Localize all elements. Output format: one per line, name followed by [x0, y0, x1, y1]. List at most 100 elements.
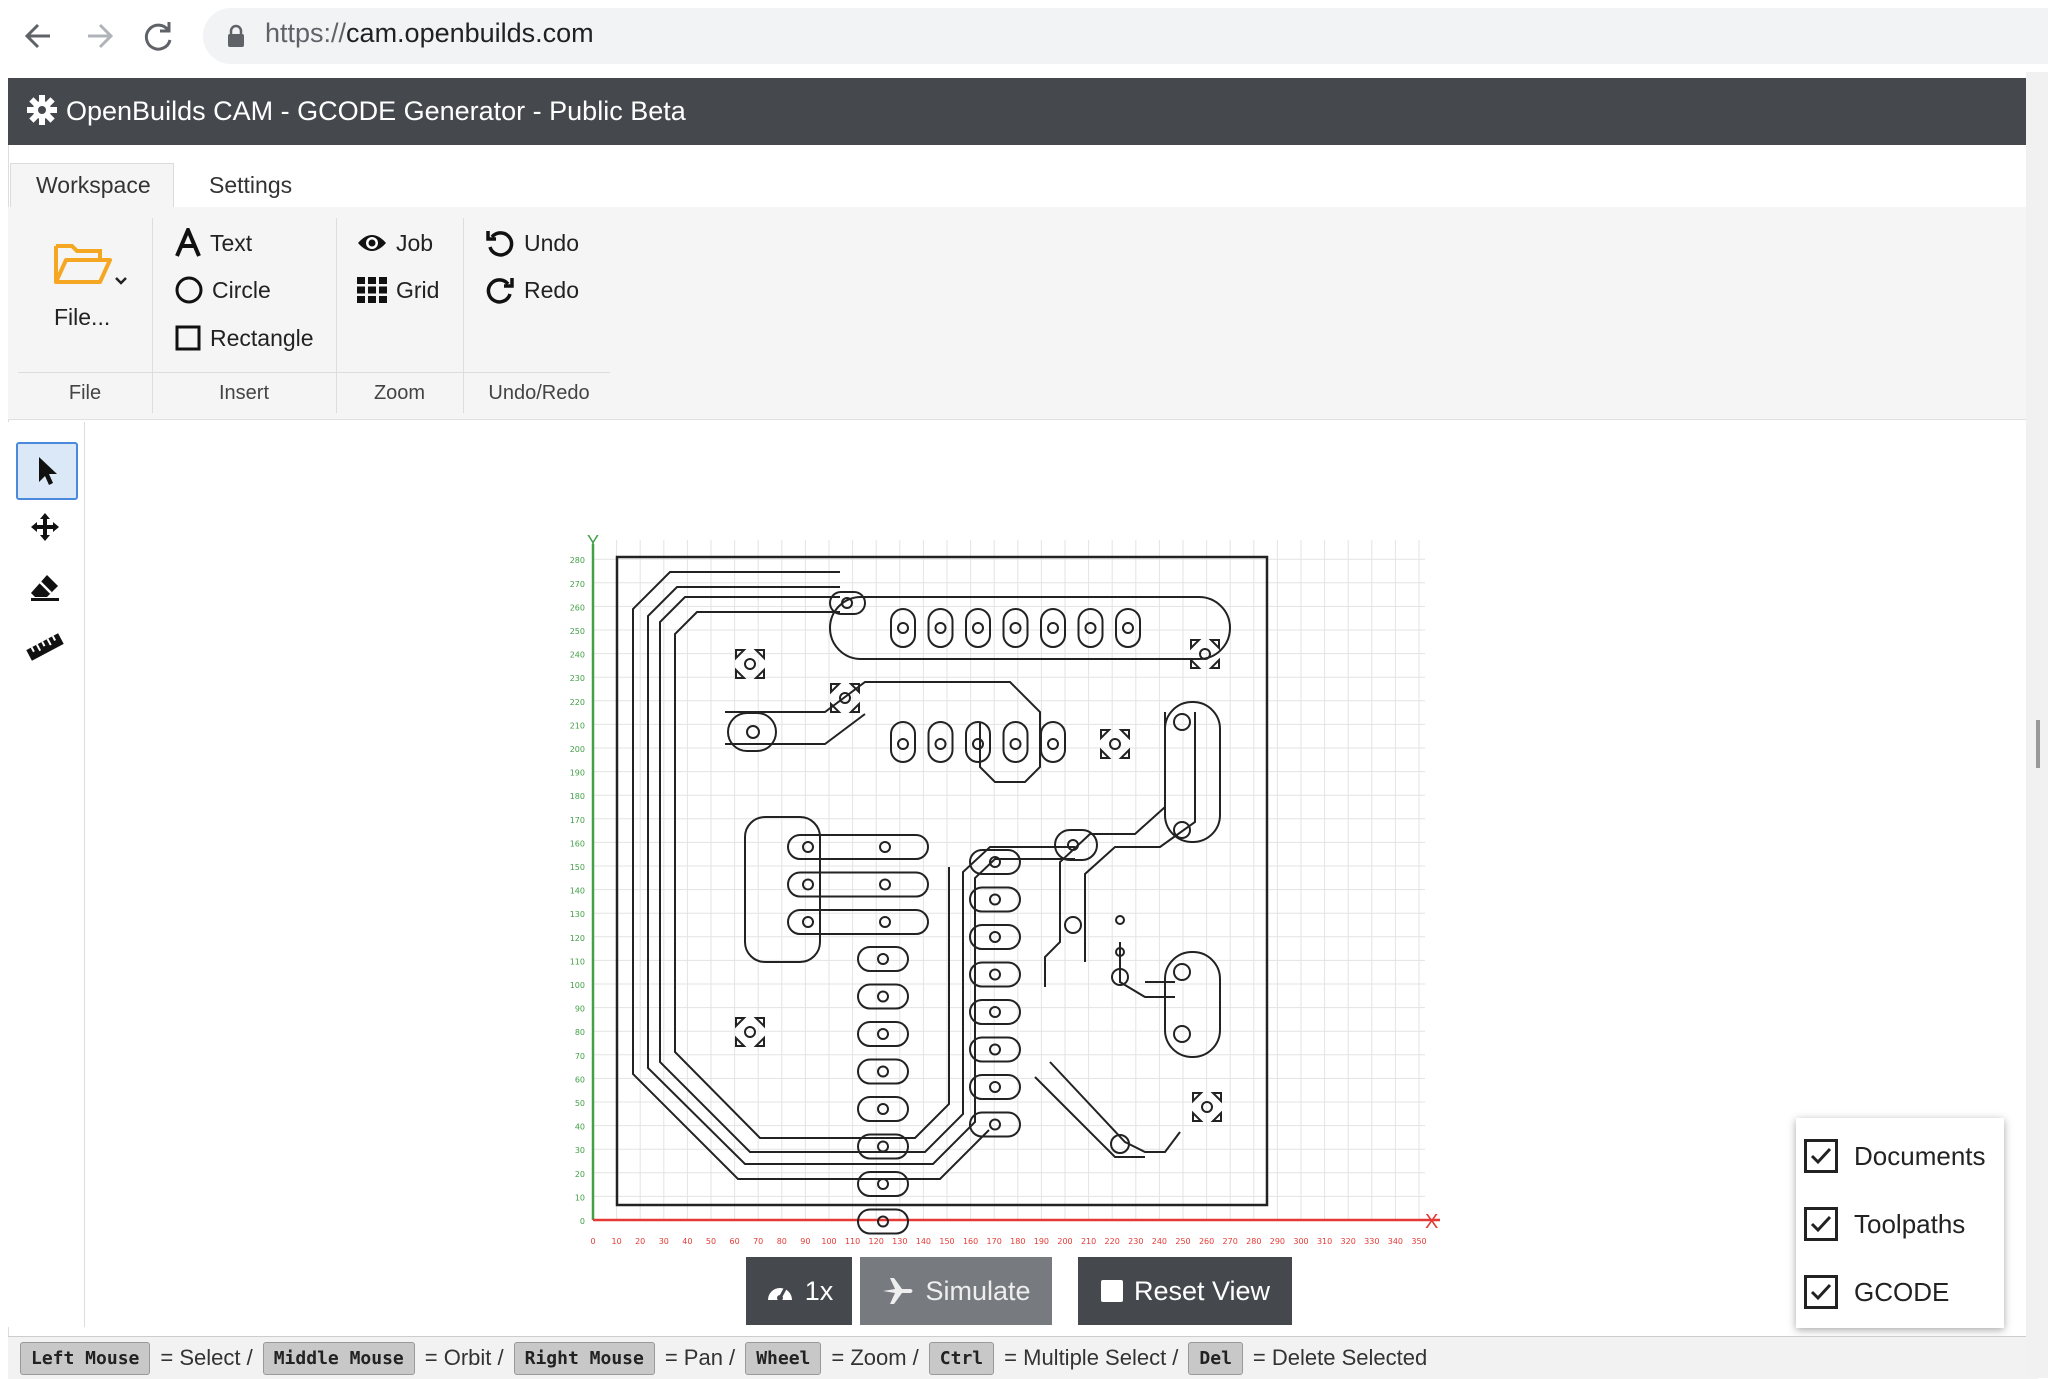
pcb-pad	[802, 841, 814, 853]
pcb-pad	[897, 738, 909, 750]
y-tick-label: 240	[570, 651, 585, 660]
redo-button[interactable]: Redo	[484, 270, 579, 310]
pcb-mounting-mark	[848, 683, 860, 695]
x-tick-label: 210	[1081, 1237, 1096, 1246]
pcb-pad	[969, 886, 1021, 913]
eraser-icon	[31, 575, 59, 601]
pcb-mounting-mark	[753, 667, 765, 679]
pcb-mounting-mark	[1100, 747, 1112, 759]
group-label-file: File	[68, 382, 102, 404]
pcb-pad	[934, 738, 947, 750]
speed-button[interactable]: 1x	[746, 1257, 852, 1325]
pcb-pad	[1009, 622, 1022, 634]
pcb-pad	[1084, 622, 1097, 634]
pcb-pad	[877, 1215, 889, 1228]
x-tick-label: 180	[1010, 1237, 1025, 1246]
pcb-pad	[969, 1036, 1021, 1063]
ribbon-divider	[463, 218, 464, 413]
undo-icon	[486, 231, 514, 257]
forward-button[interactable]	[74, 14, 124, 58]
y-tick-label: 270	[570, 580, 585, 589]
move-tool-button[interactable]	[16, 500, 74, 554]
tab-settings[interactable]: Settings	[209, 172, 293, 198]
simulate-button[interactable]: Simulate	[860, 1257, 1052, 1325]
speed-label: 1x	[804, 1275, 834, 1306]
group-label-zoom: Zoom	[373, 382, 426, 404]
checkbox-checked-icon[interactable]	[1804, 1207, 1838, 1241]
pcb-trace	[674, 611, 950, 1139]
select-tool-button[interactable]	[16, 442, 78, 500]
y-tick-label: 200	[570, 745, 585, 754]
ruler-tool-button[interactable]	[16, 620, 74, 674]
insert-circle-label: Circle	[212, 277, 271, 303]
key-del: Del	[1188, 1341, 1243, 1375]
key-middle-mouse: Middle Mouse	[262, 1341, 415, 1375]
eraser-tool-button[interactable]	[16, 560, 74, 614]
checkbox-checked-icon[interactable]	[1804, 1275, 1838, 1309]
pcb-pad	[1064, 916, 1082, 934]
pcb-pad	[857, 1208, 909, 1235]
status-text: = Multiple Select /	[1004, 1345, 1179, 1370]
pcb-pad	[857, 1171, 909, 1197]
pcb-pad	[1054, 829, 1098, 861]
back-button[interactable]	[14, 14, 64, 58]
x-tick-label: 220	[1105, 1237, 1120, 1246]
arrow-right-icon	[88, 23, 114, 49]
address-bar[interactable]	[203, 8, 2048, 64]
zoom-grid-button[interactable]: Grid	[356, 270, 439, 310]
insert-text-button[interactable]: Text	[174, 223, 252, 263]
layer-documents-toggle[interactable]: Documents	[1804, 1128, 1986, 1184]
pcb-pad	[897, 622, 909, 634]
reload-button[interactable]	[134, 14, 184, 58]
x-tick-label: 90	[800, 1237, 810, 1246]
pcb-trace	[1044, 712, 1166, 987]
zoom-job-button[interactable]: Job	[356, 223, 433, 263]
x-tick-label: 150	[939, 1237, 954, 1246]
insert-rectangle-button[interactable]: Rectangle	[174, 318, 314, 358]
pcb-pad	[746, 725, 760, 739]
file-button[interactable]: File...	[30, 228, 140, 338]
pcb-pad	[969, 1074, 1021, 1100]
undo-button[interactable]: Undo	[484, 223, 579, 263]
pcb-pad	[965, 721, 991, 763]
group-label-undo-redo: Undo/Redo	[488, 382, 590, 404]
select-arrow-icon	[39, 457, 57, 485]
pcb-pad	[989, 931, 1001, 943]
layer-gcode-toggle[interactable]: GCODE	[1804, 1264, 1949, 1320]
pcb-outline	[615, 555, 1269, 1207]
x-tick-label: 280	[1246, 1237, 1261, 1246]
status-text: = Pan /	[664, 1345, 736, 1370]
x-tick-label: 340	[1388, 1237, 1403, 1246]
layer-documents-label: Documents	[1854, 1140, 1986, 1171]
y-axis-tick-labels: 2802702602502402302202102001901801701601…	[570, 556, 585, 1226]
pcb-pad	[1077, 608, 1104, 648]
pcb-pad	[857, 983, 909, 1010]
y-tick-label: 210	[570, 721, 585, 730]
url-host: cam.openbuilds.com	[346, 18, 594, 48]
key-wheel: Wheel	[745, 1341, 822, 1375]
pcb-pad	[1115, 915, 1125, 925]
tab-workspace[interactable]	[10, 163, 174, 208]
pcb-pad	[989, 893, 1001, 906]
pcb-mounting-hole	[1201, 1101, 1213, 1113]
pcb-pad	[989, 1043, 1001, 1056]
pcb-pad	[1047, 738, 1059, 750]
layer-toolpaths-toggle[interactable]: Toolpaths	[1804, 1196, 1965, 1252]
pcb-mounting-mark	[1192, 1092, 1204, 1104]
pcb-trace	[1119, 942, 1175, 998]
reset-view-button[interactable]: Reset View	[1078, 1257, 1292, 1325]
scrollbar-thumb[interactable]	[2036, 720, 2040, 768]
checkbox-checked-icon[interactable]	[1804, 1139, 1838, 1173]
pcb-mounting-mark	[830, 701, 842, 713]
y-tick-label: 0	[580, 1217, 585, 1226]
insert-circle-button[interactable]: Circle	[174, 270, 271, 310]
reload-icon	[144, 22, 172, 51]
y-tick-label: 60	[575, 1075, 585, 1084]
key-ctrl: Ctrl	[928, 1341, 995, 1375]
y-tick-label: 160	[570, 839, 585, 848]
pcb-trace	[632, 571, 990, 1180]
pcb-pad	[877, 1178, 889, 1190]
pcb-mounting-mark	[1208, 657, 1220, 669]
url-text: https://cam.openbuilds.com	[265, 18, 594, 49]
